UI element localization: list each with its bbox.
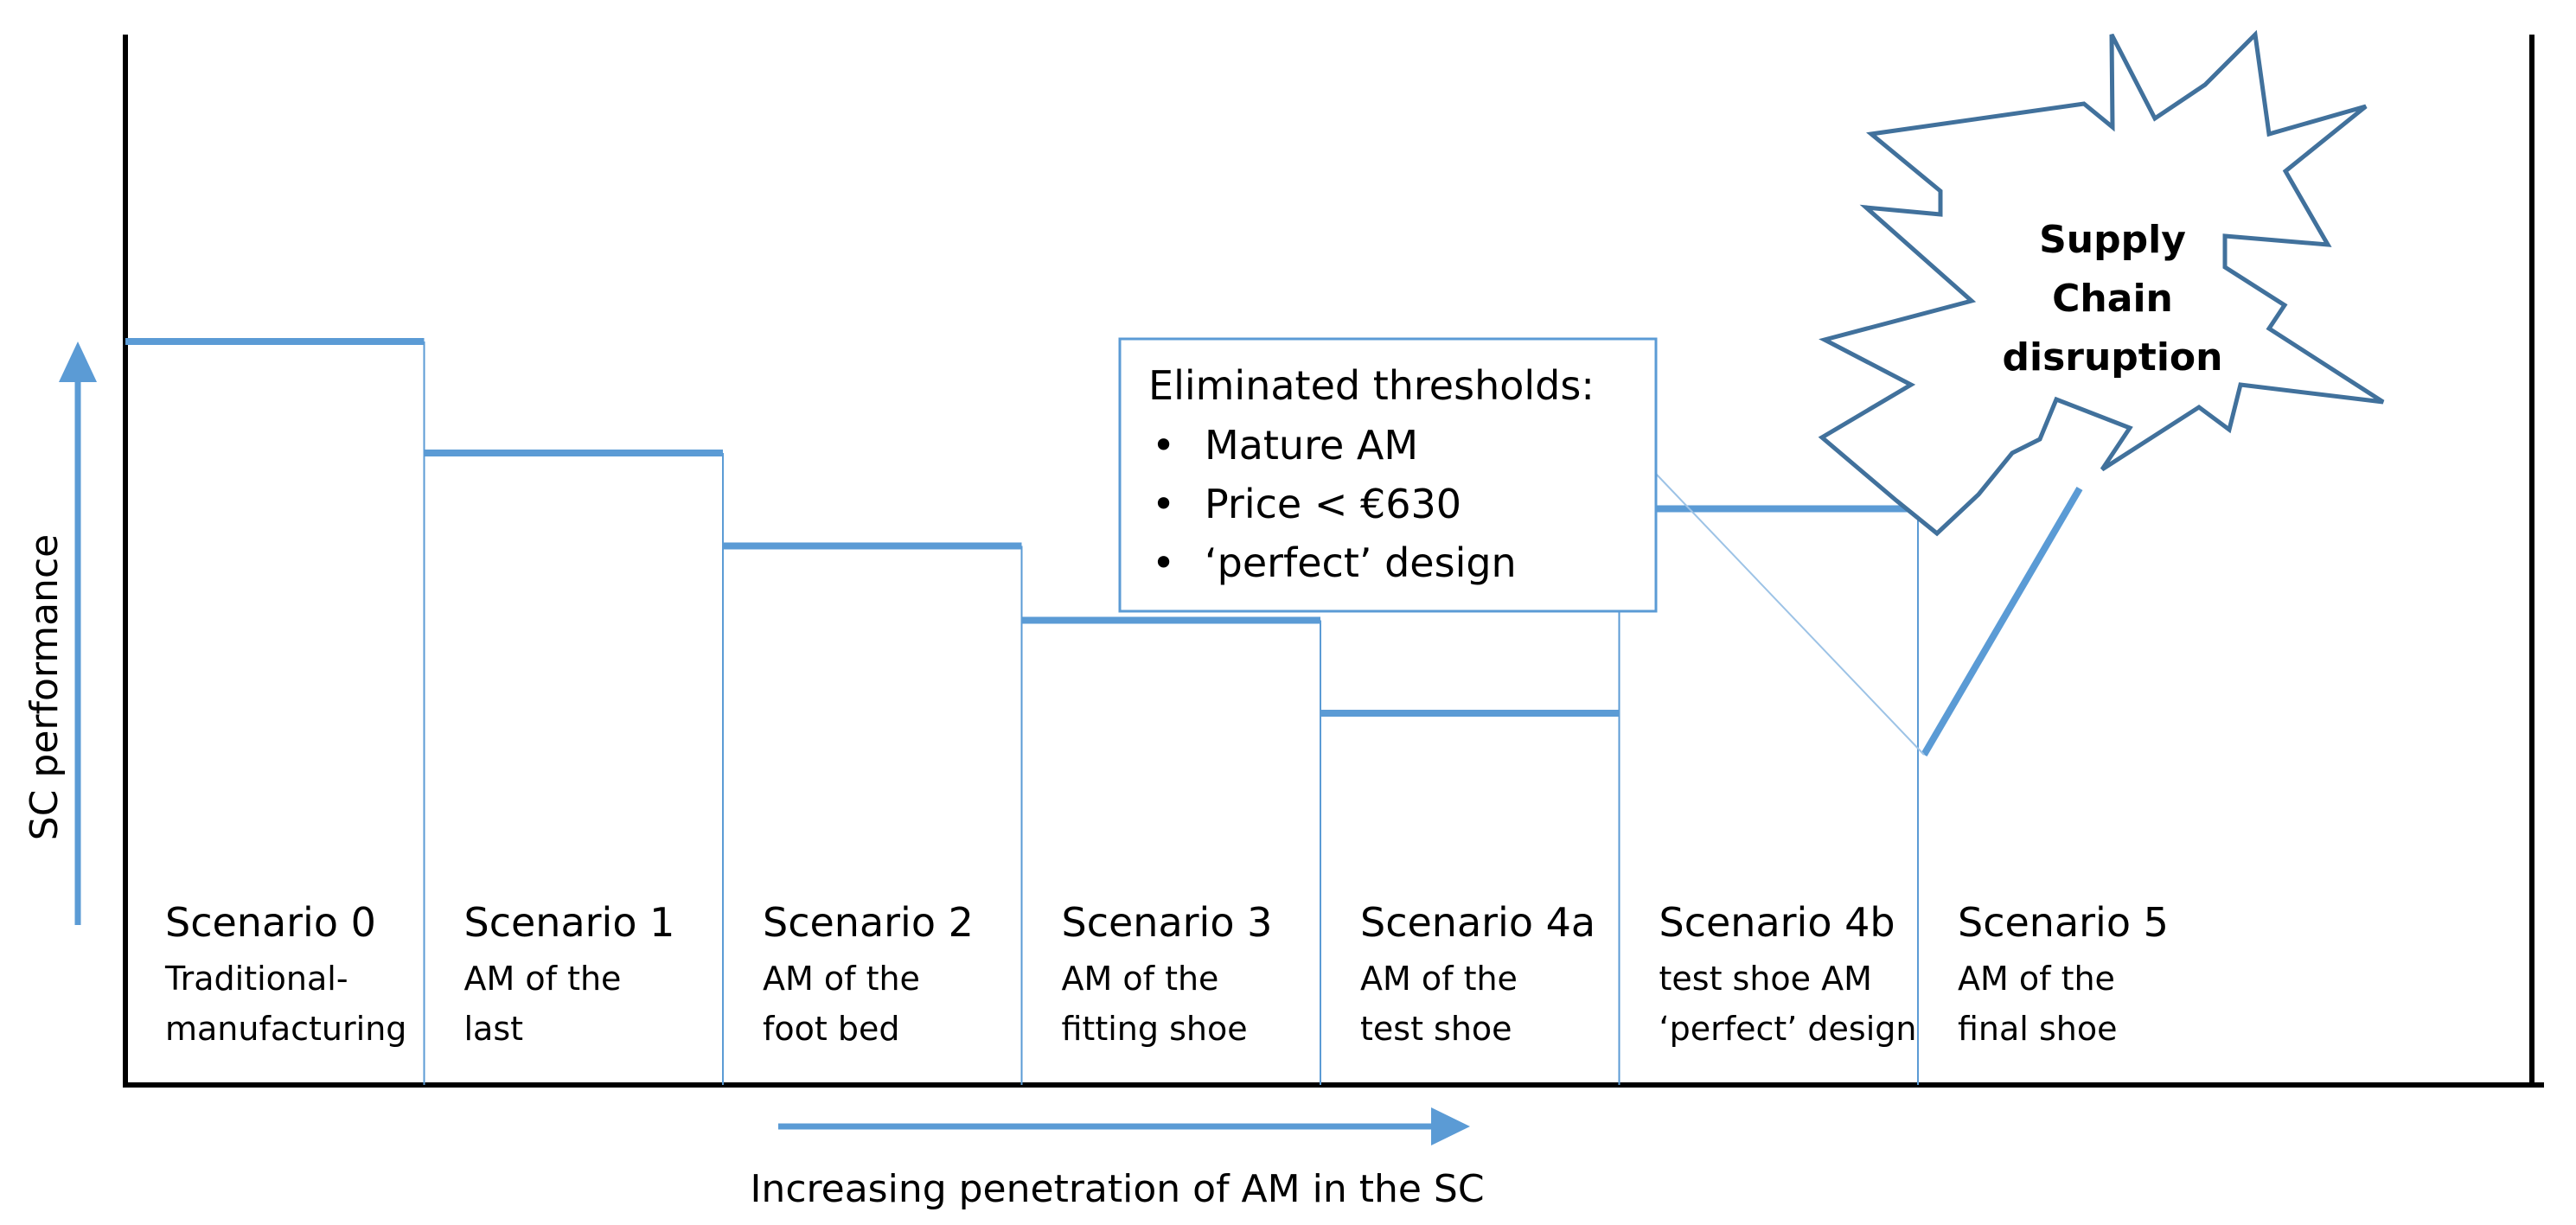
scenario-desc-line1: AM of the bbox=[763, 960, 920, 998]
y-axis-label: SC performance bbox=[22, 534, 67, 840]
burst-text-line: disruption bbox=[2003, 335, 2223, 380]
scenario-desc-line2: foot bed bbox=[763, 1010, 899, 1048]
starburst-shape bbox=[1818, 29, 2385, 537]
burst-text-line: Supply bbox=[2039, 218, 2186, 262]
bullet-marker: • bbox=[1152, 422, 1175, 469]
scenario-desc-line1: AM of the bbox=[464, 960, 622, 998]
eliminated-thresholds-callout: Eliminated thresholds: • Mature AM • Price … bbox=[1118, 337, 1658, 613]
scenario-desc-line1: AM of the bbox=[1958, 960, 2115, 998]
scenario-desc-line2: ‘perfect’ design bbox=[1659, 1010, 1917, 1048]
burst-text-line: Chain bbox=[2052, 277, 2173, 321]
x-axis-arrow bbox=[778, 1107, 1470, 1145]
scenario-desc-line1: AM of the bbox=[1360, 960, 1518, 998]
scenario-title: Scenario 2 bbox=[763, 899, 974, 946]
scenario-steps: Scenario 0Traditional-manufacturingScena… bbox=[125, 338, 2169, 1085]
callout-heading: Eliminated thresholds: bbox=[1148, 362, 1595, 409]
rising-performance-line bbox=[1921, 486, 2083, 757]
callout-bullet: ‘perfect’ design bbox=[1205, 539, 1517, 586]
x-axis-label: Increasing penetration of AM in the SC bbox=[750, 1167, 1484, 1211]
scenario-title: Scenario 1 bbox=[464, 899, 675, 946]
scenario-1: Scenario 1 AM of the last bbox=[424, 450, 724, 1085]
scenario-5: Scenario 4b test shoe AM ‘perfect’ design bbox=[1619, 505, 1919, 1085]
scenario-2: Scenario 2 AM of the foot bed bbox=[723, 542, 1023, 1085]
callout-leader-line bbox=[1655, 473, 1925, 756]
scenario-desc-line2: test shoe bbox=[1360, 1010, 1512, 1048]
y-axis-arrow bbox=[59, 341, 97, 925]
scenario-title: Scenario 3 bbox=[1062, 899, 1273, 946]
scenario-desc-line2: final shoe bbox=[1958, 1010, 2117, 1048]
callout-box bbox=[1118, 337, 1658, 613]
scenario-6: Scenario 5 AM of the final shoe bbox=[1958, 899, 2169, 1048]
scenario-0: Scenario 0 Traditional-manufacturing bbox=[125, 338, 425, 1085]
scenario-3: Scenario 3 AM of the fitting shoe bbox=[1021, 616, 1321, 1085]
scenario-desc-line1: Traditional- bbox=[164, 960, 348, 998]
callout-bullet: Price < €630 bbox=[1205, 481, 1461, 527]
scenario-title: Scenario 4a bbox=[1360, 899, 1595, 946]
callout-bullet-list: • Mature AM • Price < €630 • ‘perfect’ design bbox=[1152, 422, 1517, 586]
callout-bullet: Mature AM bbox=[1205, 422, 1418, 469]
scenario-4: Scenario 4a AM of the test shoe bbox=[1320, 508, 1620, 1085]
scenario-desc-line2: fitting shoe bbox=[1062, 1010, 1248, 1048]
scenario-desc-line2: last bbox=[464, 1010, 524, 1048]
bullet-marker: • bbox=[1152, 481, 1175, 527]
scenario-title: Scenario 4b bbox=[1659, 899, 1895, 946]
bullet-marker: • bbox=[1152, 539, 1175, 586]
scenario-title: Scenario 0 bbox=[165, 899, 376, 946]
scenario-desc-line1: AM of the bbox=[1062, 960, 1219, 998]
scenario-desc-line1: test shoe AM bbox=[1659, 960, 1872, 998]
scenario-title: Scenario 5 bbox=[1958, 899, 2169, 946]
scenario-desc-line2: manufacturing bbox=[165, 1010, 406, 1048]
